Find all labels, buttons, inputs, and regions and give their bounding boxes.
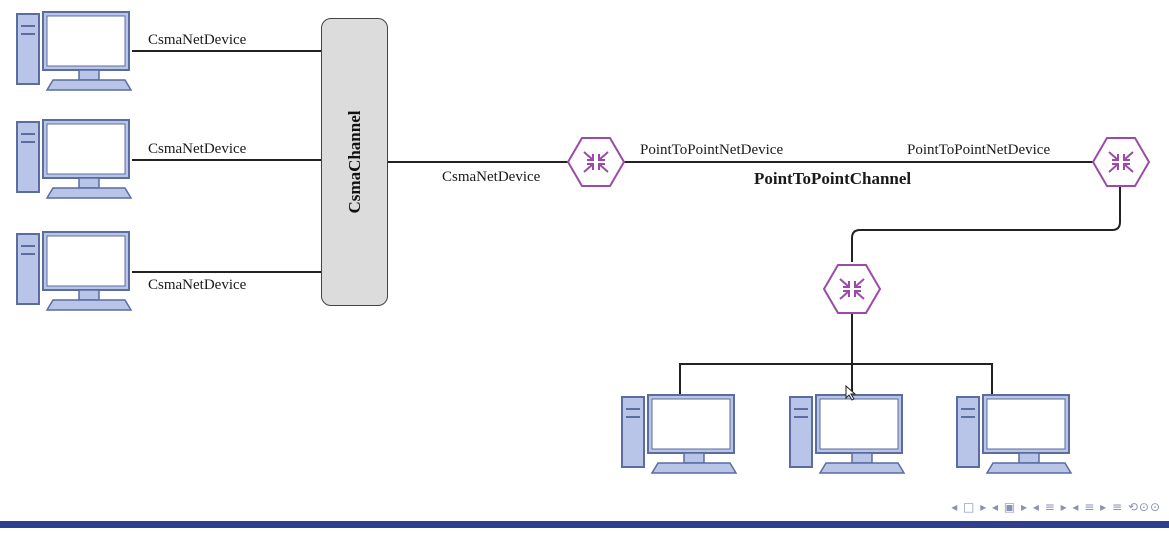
desktop-computer-icon <box>16 11 132 91</box>
mouse-cursor-icon <box>845 384 857 401</box>
desktop-computer-icon <box>621 394 737 474</box>
csma-device-label-1: CsmaNetDevice <box>148 32 247 48</box>
desktop-computer-icon <box>956 394 1072 474</box>
csma-device-label-2: CsmaNetDevice <box>148 141 247 157</box>
gateway-csma-device-label: CsmaNetDevice <box>442 169 541 185</box>
router-icon <box>1092 137 1150 187</box>
router-icon <box>567 137 625 187</box>
p2p-channel-label: PointToPointChannel <box>754 169 912 188</box>
lower-bus <box>679 363 993 396</box>
csma-device-label-3: CsmaNetDevice <box>148 277 247 293</box>
wan-link <box>851 186 1121 262</box>
router-icon <box>823 264 881 314</box>
p2p-device-right-label: PointToPointNetDevice <box>907 142 1051 158</box>
csma-channel-label: CsmaChannel <box>344 110 364 214</box>
slide-navigation-controls[interactable]: ◂ □ ▸ ◂ ▣ ▸ ◂ ≡ ▸ ◂ ≡ ▸ ≡ ⟲⊙⊙ <box>951 500 1161 514</box>
p2p-device-left-label: PointToPointNetDevice <box>640 142 784 158</box>
csma-channel: CsmaChannel <box>321 18 388 306</box>
slide-footer-bar <box>0 521 1169 528</box>
desktop-computer-icon <box>16 119 132 199</box>
desktop-computer-icon <box>789 394 905 474</box>
desktop-computer-icon <box>16 231 132 311</box>
